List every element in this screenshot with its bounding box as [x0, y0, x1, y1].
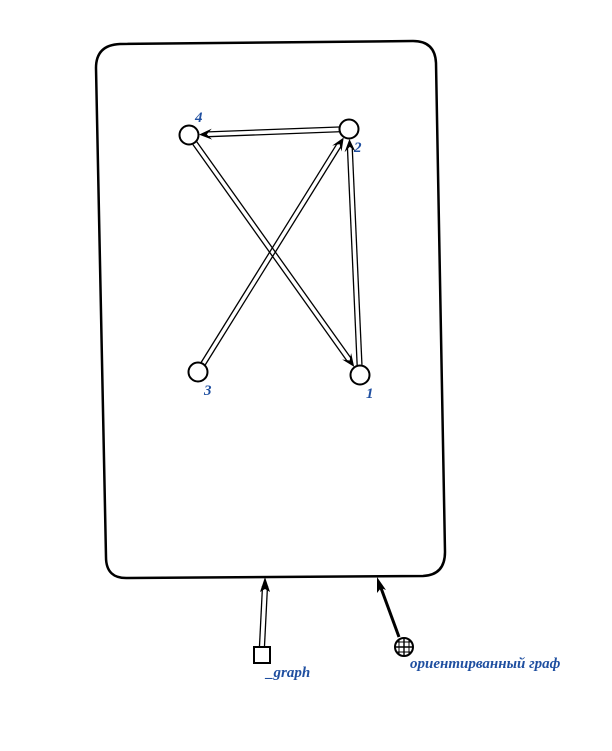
graph-port-label: _graph: [264, 665, 310, 681]
edge-2-to-4[interactable]: [198, 126, 340, 140]
node-2-label: 2: [353, 140, 362, 156]
type-port-connector: [377, 577, 401, 638]
edge-line: [346, 148, 358, 366]
node-1-label: 1: [366, 386, 374, 402]
type-port-arrowhead: [377, 577, 386, 593]
node-3-label: 3: [203, 383, 212, 399]
node-1-circle[interactable]: [349, 364, 371, 386]
graph-port-connector: [258, 577, 270, 647]
edge-3-to-2[interactable]: [200, 137, 344, 366]
edge-line: [351, 147, 363, 365]
edge-line: [207, 126, 339, 133]
node-2-circle[interactable]: [338, 118, 360, 140]
edges-group: [192, 126, 363, 367]
type-port-symbol[interactable]: [394, 637, 414, 657]
node-3[interactable]: 3: [187, 361, 213, 400]
node-3-circle[interactable]: [187, 361, 209, 383]
node-2[interactable]: 2: [338, 118, 363, 157]
node-1[interactable]: 1: [349, 364, 374, 403]
edge-1-to-2[interactable]: [344, 138, 363, 366]
type-port-label: ориентирванный граф: [410, 656, 561, 672]
edge-arrowhead: [344, 138, 356, 153]
edge-arrowhead: [198, 128, 213, 140]
edge-line: [208, 131, 340, 138]
node-4-circle[interactable]: [178, 124, 200, 146]
edge-line: [200, 143, 338, 363]
structure-frame[interactable]: [94, 39, 447, 580]
edge-arrowhead: [342, 353, 355, 367]
edge-arrowhead: [332, 137, 344, 152]
graph-port-arrowhead: [260, 577, 270, 592]
node-4[interactable]: 4: [178, 110, 204, 146]
graph-port-square[interactable]: [253, 646, 271, 664]
node-4-label: 4: [194, 110, 203, 126]
edge-line: [204, 146, 342, 366]
edge-line: [196, 141, 352, 359]
